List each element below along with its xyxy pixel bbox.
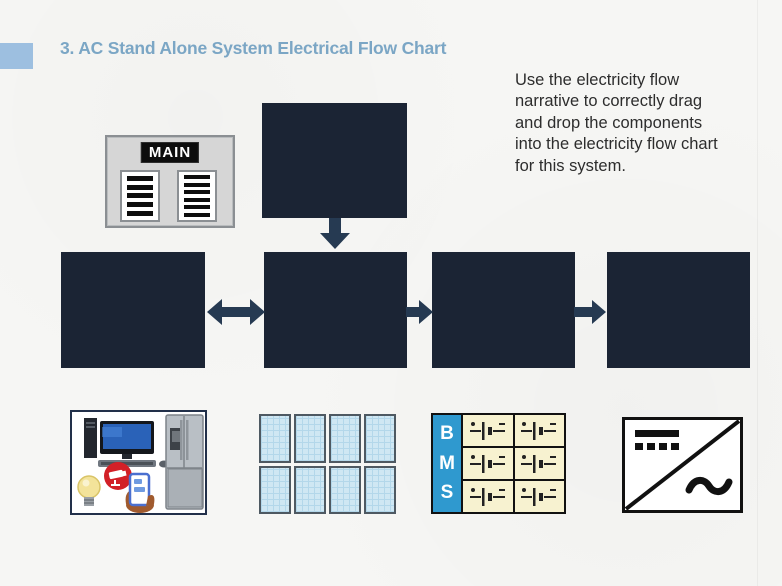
bms-letter: M bbox=[439, 452, 455, 474]
drop-zone-2[interactable] bbox=[264, 252, 407, 368]
smartphone-hand-icon bbox=[125, 472, 155, 513]
arrow-right-icon bbox=[406, 300, 433, 324]
ac-symbol-icon bbox=[685, 477, 733, 495]
component-appliances[interactable] bbox=[70, 410, 207, 515]
main-breaker-panel-image: MAIN bbox=[105, 135, 235, 228]
breaker-switch bbox=[184, 197, 210, 202]
breaker-switch bbox=[184, 190, 210, 195]
breaker-switch bbox=[127, 202, 153, 208]
component-solar-array[interactable] bbox=[259, 414, 396, 514]
inverter-image bbox=[625, 420, 740, 510]
breaker-switch bbox=[127, 211, 153, 217]
slide-edge-divider bbox=[757, 0, 758, 586]
refrigerator-icon bbox=[165, 414, 204, 510]
arrow-left-right-icon bbox=[207, 299, 265, 325]
breaker-switch bbox=[127, 175, 153, 181]
battery-cell-icon bbox=[514, 415, 564, 446]
solar-panel-icon bbox=[364, 414, 396, 463]
solar-panel-icon bbox=[259, 465, 291, 514]
breaker-column-right bbox=[177, 170, 217, 222]
solar-panel-icon bbox=[329, 414, 361, 463]
dc-symbol-icon bbox=[635, 430, 679, 450]
solar-panel-icon bbox=[259, 414, 291, 463]
bms-letter: S bbox=[440, 482, 454, 504]
arrow-down-icon bbox=[320, 218, 350, 249]
bms-letter: B bbox=[440, 422, 454, 444]
appliances-image bbox=[77, 414, 204, 513]
component-inverter[interactable] bbox=[622, 417, 743, 513]
bms-label-strip: B M S bbox=[433, 415, 461, 512]
main-panel-label: MAIN bbox=[140, 142, 200, 163]
solar-array-image bbox=[259, 414, 396, 514]
battery-cell-icon bbox=[463, 448, 513, 479]
drop-zone-3[interactable] bbox=[432, 252, 575, 368]
breaker-switch bbox=[184, 175, 210, 180]
breaker-switch bbox=[127, 193, 153, 199]
drop-zone-4[interactable] bbox=[607, 252, 750, 368]
breaker-switch bbox=[184, 182, 210, 187]
light-bulb-icon bbox=[77, 475, 101, 506]
breaker-switch bbox=[127, 184, 153, 190]
drop-zone-1[interactable] bbox=[61, 252, 205, 368]
breaker-switch bbox=[184, 205, 210, 210]
breaker-switch bbox=[184, 212, 210, 217]
solar-panel-icon bbox=[294, 414, 326, 463]
title-accent-bar bbox=[0, 43, 33, 69]
battery-cell-icon bbox=[463, 415, 513, 446]
computer-icon bbox=[84, 418, 169, 468]
battery-cell-icon bbox=[514, 481, 564, 512]
solar-panel-icon bbox=[364, 465, 396, 514]
security-camera-icon bbox=[104, 462, 132, 490]
solar-panel-icon bbox=[329, 465, 361, 514]
page-title: 3. AC Stand Alone System Electrical Flow… bbox=[60, 38, 447, 58]
solar-panel-icon bbox=[294, 465, 326, 514]
battery-cell-icon bbox=[514, 448, 564, 479]
component-battery-bank[interactable]: B M S bbox=[431, 413, 566, 514]
battery-bank-image bbox=[463, 415, 564, 512]
arrow-right-icon bbox=[574, 300, 606, 324]
instructions-text: Use the electricity flow narrative to co… bbox=[515, 71, 718, 175]
battery-cell-icon bbox=[463, 481, 513, 512]
drop-zone-top[interactable] bbox=[262, 103, 407, 218]
breaker-column-left bbox=[120, 170, 160, 222]
